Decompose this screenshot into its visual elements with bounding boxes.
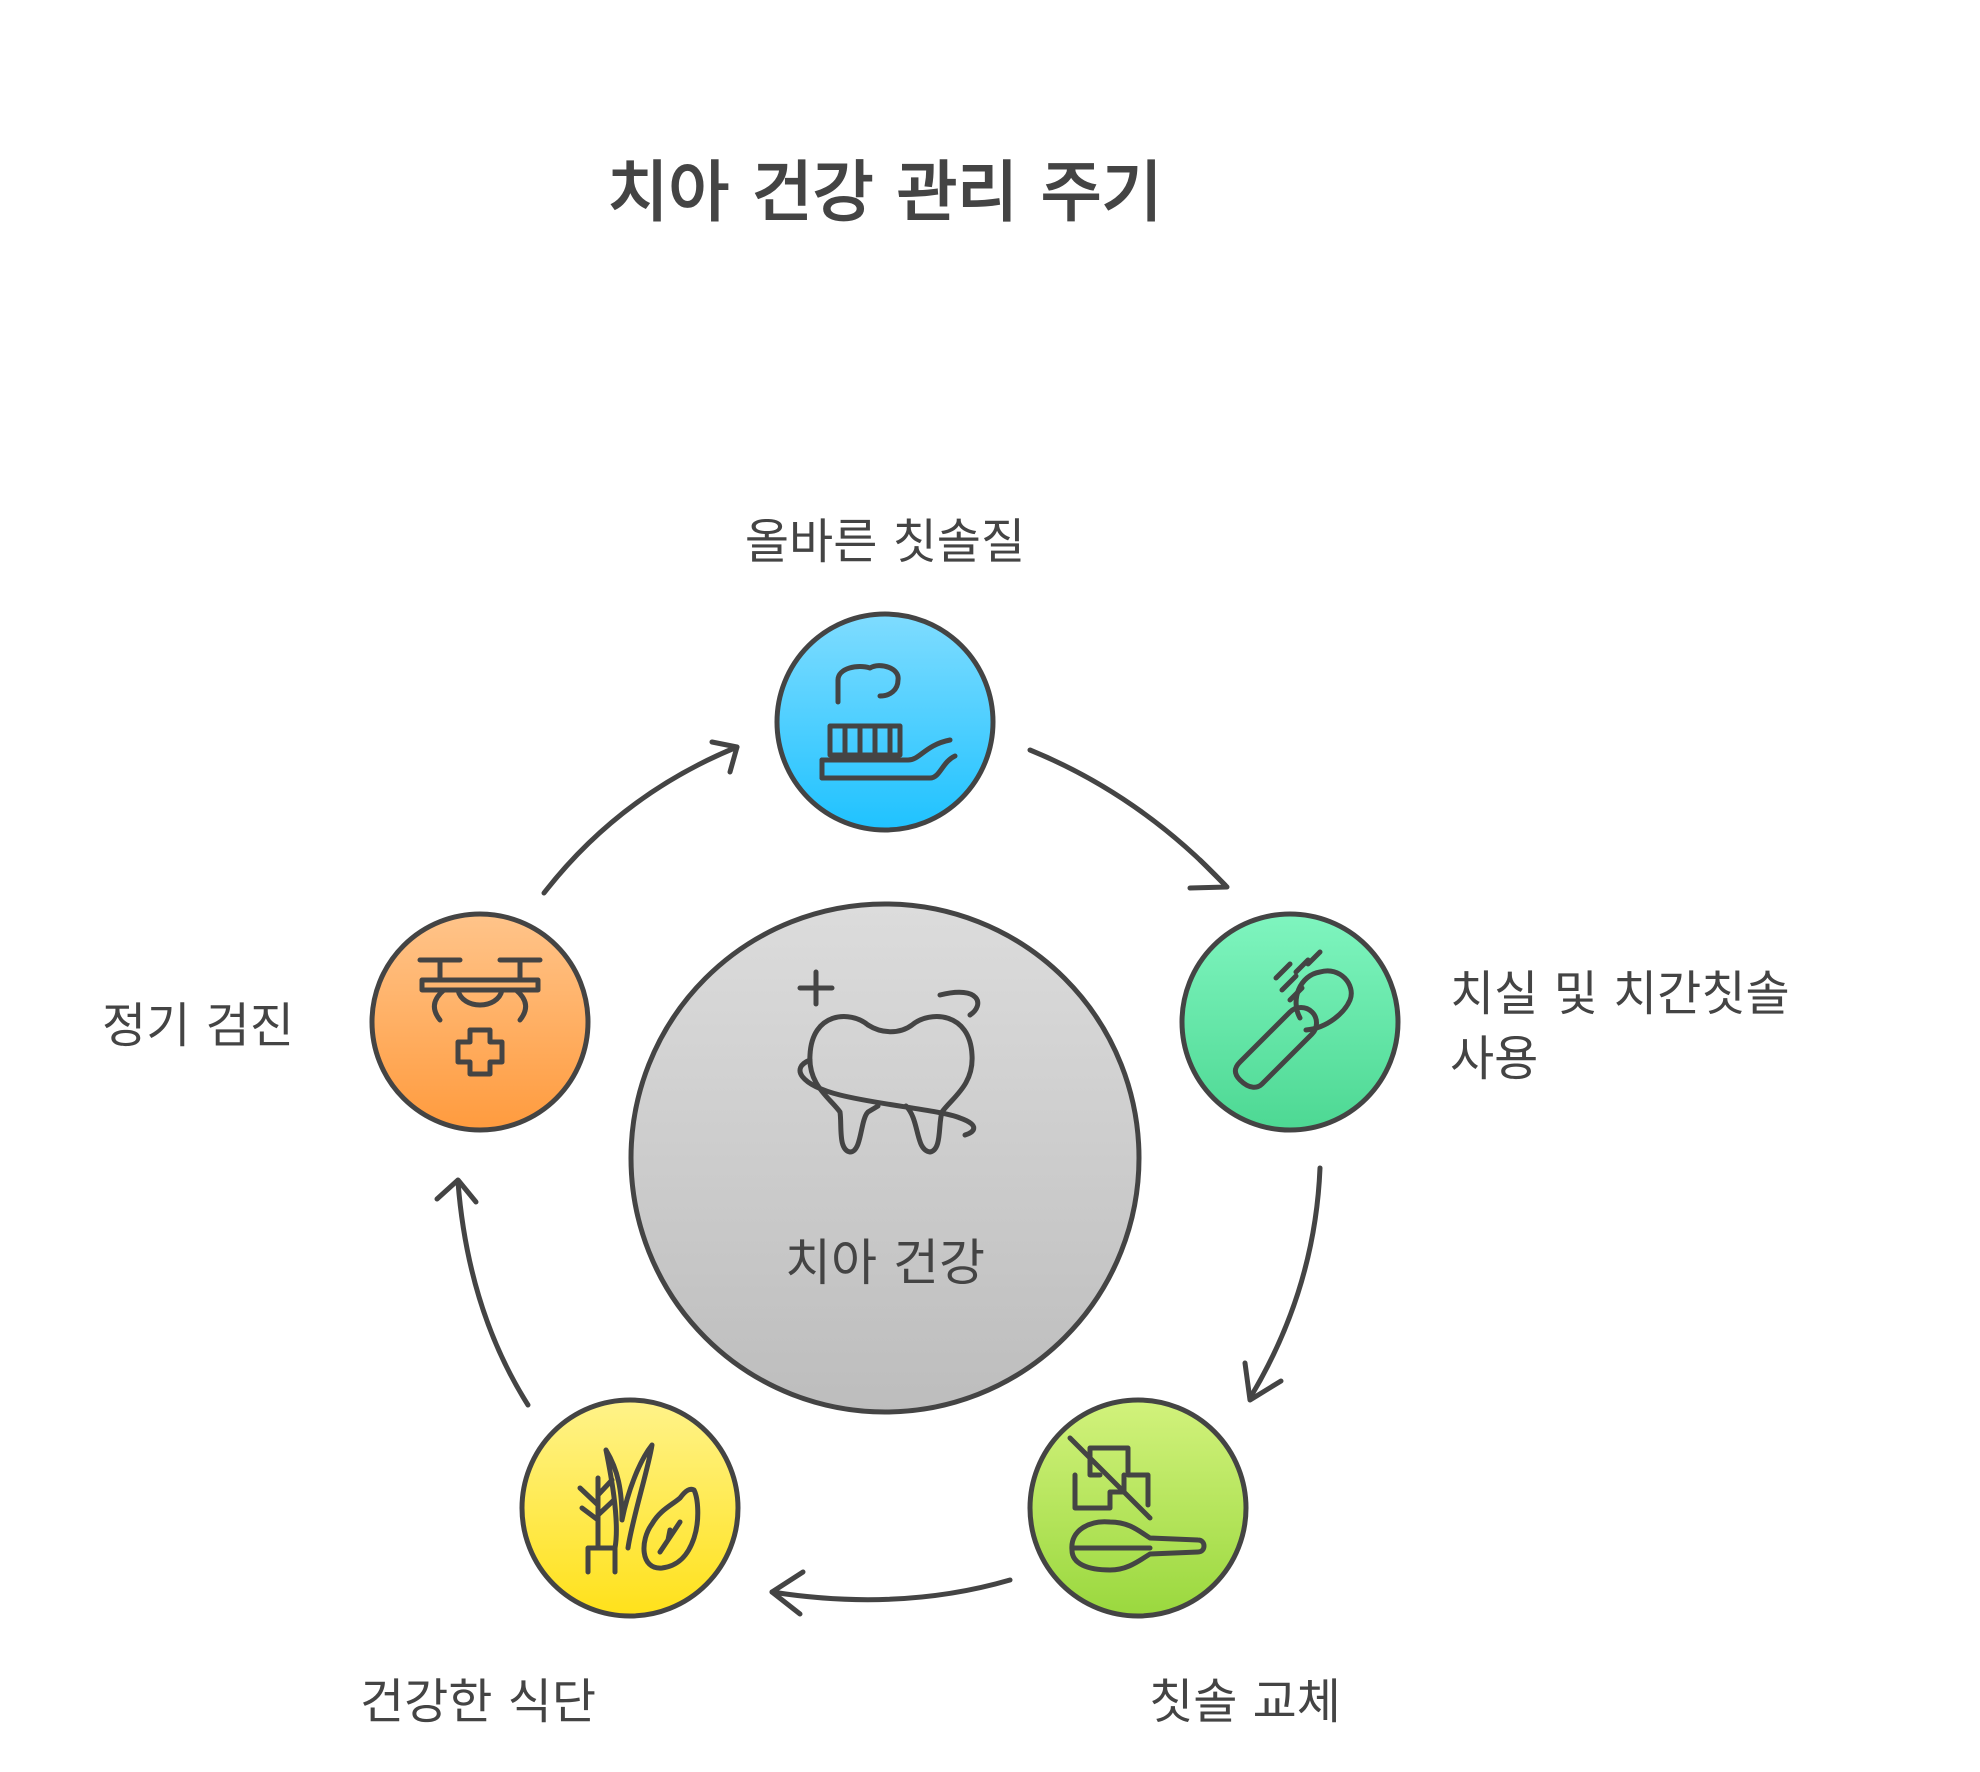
toothbrush-with-paste-icon	[819, 663, 958, 781]
tooth-with-floss-icon	[797, 969, 981, 1155]
plants-and-fruit-icon	[577, 1442, 701, 1575]
arrow-step3-to-step4	[769, 1569, 1013, 1617]
step-label-brush-replacement: 칫솔 교체	[1149, 1674, 1341, 1730]
step-node-flossing: 치실 및 치간칫솔 사용	[1179, 911, 1790, 1133]
cycle-arrows	[434, 739, 1323, 1617]
page-title: 치아 건강 관리 주기	[608, 154, 1163, 231]
arrow-step2-to-step3	[1242, 1165, 1323, 1403]
step-node-healthy-diet: 건강한 식단	[360, 1397, 741, 1730]
step-node-brushing: 올바른 칫솔질	[745, 514, 1025, 833]
arrow-step1-to-step2	[1027, 747, 1230, 891]
medical-drone-icon	[417, 957, 543, 1077]
arrow-step5-to-step1	[541, 739, 740, 896]
step-label-flossing-line1: 치실 및 치간칫솔	[1450, 966, 1790, 1022]
arrow-step4-to-step5	[434, 1177, 531, 1408]
step-label-healthy-diet: 건강한 식단	[360, 1674, 596, 1730]
step-label-regular-checkup: 정기 검진	[102, 998, 294, 1054]
center-label: 치아 건강	[785, 1234, 985, 1292]
interdental-brush-icon	[1232, 949, 1354, 1090]
step-node-brush-replacement: 칫솔 교체	[1027, 1397, 1341, 1730]
step-label-flossing-line2: 사용	[1450, 1031, 1538, 1087]
no-sugar-spoon-icon	[1067, 1435, 1207, 1573]
step-label-brushing: 올바른 칫솔질	[745, 514, 1025, 570]
center-node: 치아 건강	[628, 901, 1142, 1415]
step-node-regular-checkup: 정기 검진	[102, 911, 591, 1133]
